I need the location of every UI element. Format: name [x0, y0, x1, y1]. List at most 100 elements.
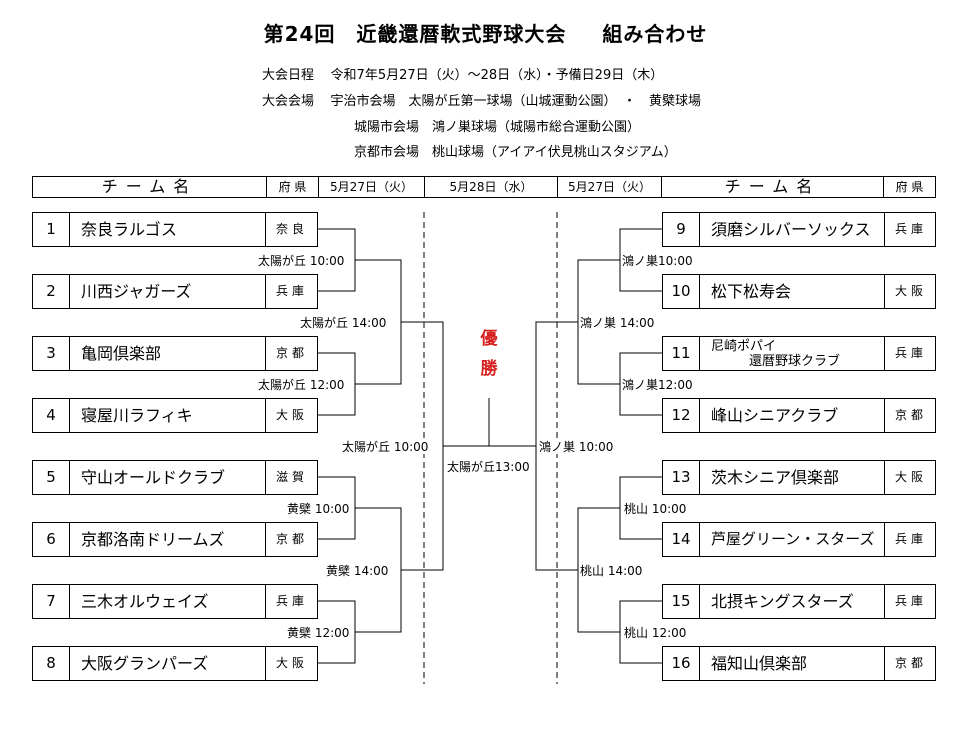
team-row-left: 7 三木オルウェイズ 兵庫 [32, 584, 318, 619]
team-number: 8 [33, 647, 70, 680]
header-team-name-right: チーム名 [662, 177, 884, 197]
team-number: 1 [33, 213, 70, 246]
team-name: 大阪グランパーズ [81, 654, 209, 673]
team-pref: 兵庫 [884, 523, 937, 556]
team-name: 福知山倶楽部 [711, 654, 808, 673]
team-name: 北摂キングスターズ [711, 592, 854, 611]
schedule-row: 大会日程 令和7年5月27日（火）～28日（水）・予備日29日（木） [262, 64, 663, 83]
team-number: 5 [33, 461, 70, 494]
team-row-left: 5 守山オールドクラブ 滋賀 [32, 460, 318, 495]
team-pref: 奈良 [265, 213, 318, 246]
venue-row-3: 京都市会場 桃山球場（アイアイ伏見桃山スタジアム） [354, 141, 677, 160]
team-number: 3 [33, 337, 70, 370]
schedule-value: 令和7年5月27日（火）～28日（水）・予備日29日（木） [330, 68, 664, 83]
game-label: 桃山 12:00 [624, 626, 687, 640]
team-number: 12 [663, 399, 700, 432]
team-pref: 大阪 [884, 461, 937, 494]
venue-2: 城陽市会場 鴻ノ巣球場（城陽市総合運動公園） [354, 120, 641, 135]
team-number: 9 [663, 213, 700, 246]
schedule-label: 大会日程 [262, 68, 315, 83]
team-name: 亀岡倶楽部 [81, 344, 162, 363]
game-label: 桃山 14:00 [580, 564, 643, 578]
team-number: 13 [663, 461, 700, 494]
game-label: 黄檗 10:00 [287, 502, 350, 516]
championship-label: 優 勝 [477, 324, 501, 384]
header-day3: 5月27日（火） [558, 177, 662, 197]
team-pref: 京都 [884, 647, 937, 680]
page-title: 第24回 近畿還暦軟式野球大会 組み合わせ [0, 18, 971, 47]
team-pref: 兵庫 [884, 213, 937, 246]
team-name: 守山オールドクラブ [81, 468, 226, 487]
team-pref: 京都 [265, 523, 318, 556]
team-pref: 兵庫 [884, 585, 937, 618]
final-game-label: 太陽が丘13:00 [447, 460, 530, 474]
venue-3: 京都市会場 桃山球場（アイアイ伏見桃山スタジアム） [354, 145, 677, 160]
championship-char-2: 勝 [480, 359, 498, 379]
championship-char-1: 優 [480, 329, 498, 349]
game-label: 太陽が丘 14:00 [300, 316, 387, 330]
game-label: 太陽が丘 10:00 [342, 440, 429, 454]
team-number: 14 [663, 523, 700, 556]
team-pref: 大阪 [265, 399, 318, 432]
game-label: 鴻ノ巣10:00 [622, 254, 693, 268]
team-name: 須磨シルバーソックス [711, 220, 871, 239]
team-pref: 京都 [265, 337, 318, 370]
team-number: 16 [663, 647, 700, 680]
team-name: 松下松寿会 [711, 282, 792, 301]
header-day2: 5月28日（水） [425, 177, 558, 197]
header-pref-left: 府 県 [267, 177, 319, 197]
team-row-right: 14 芦屋グリーン・スターズ 兵庫 [662, 522, 936, 557]
team-pref: 滋賀 [265, 461, 318, 494]
game-label: 桃山 10:00 [624, 502, 687, 516]
game-label: 黄檗 12:00 [287, 626, 350, 640]
game-label: 鴻ノ巣 10:00 [539, 440, 614, 454]
team-row-right: 13 茨木シニア倶楽部 大阪 [662, 460, 936, 495]
team-pref: 兵庫 [884, 337, 937, 370]
team-name: 奈良ラルゴス [81, 220, 178, 239]
venue-label: 大会会場 [262, 94, 315, 109]
team-name-line1: 尼崎ポパイ [711, 339, 777, 354]
team-row-left: 1 奈良ラルゴス 奈良 [32, 212, 318, 247]
team-name: 芦屋グリーン・スターズ [711, 530, 875, 548]
game-label: 鴻ノ巣12:00 [622, 378, 693, 392]
team-name: 川西ジャガーズ [81, 282, 192, 301]
team-name: 茨木シニア倶楽部 [711, 468, 840, 487]
game-label: 太陽が丘 10:00 [258, 254, 345, 268]
team-row-right: 16 福知山倶楽部 京都 [662, 646, 936, 681]
team-number: 6 [33, 523, 70, 556]
team-name: 三木オルウェイズ [81, 592, 209, 611]
team-row-right: 11 尼崎ポパイ 還暦野球クラブ 兵庫 [662, 336, 936, 371]
team-pref: 大阪 [265, 647, 318, 680]
team-number: 10 [663, 275, 700, 308]
header-pref-right: 府 県 [895, 180, 924, 194]
team-row-left: 6 京都洛南ドリームズ 京都 [32, 522, 318, 557]
game-label: 黄檗 14:00 [326, 564, 389, 578]
game-label: 鴻ノ巣 14:00 [580, 316, 655, 330]
team-number: 11 [663, 337, 700, 370]
team-row-right: 15 北摂キングスターズ 兵庫 [662, 584, 936, 619]
venue-1: 宇治市会場 太陽が丘第一球場（山城運動公園） ・ 黄檗球場 [330, 94, 702, 109]
header-day1: 5月27日（火） [319, 177, 425, 197]
header-team-name-left: チーム名 [33, 177, 267, 197]
team-name-line2: 還暦野球クラブ [749, 354, 841, 369]
team-pref: 兵庫 [265, 585, 318, 618]
team-row-left: 4 寝屋川ラフィキ 大阪 [32, 398, 318, 433]
title-main: 第24回 近畿還暦軟式野球大会 [263, 22, 567, 46]
game-label: 太陽が丘 12:00 [258, 378, 345, 392]
team-number: 15 [663, 585, 700, 618]
team-row-left: 2 川西ジャガーズ 兵庫 [32, 274, 318, 309]
team-row-right: 9 須磨シルバーソックス 兵庫 [662, 212, 936, 247]
venue-row-1: 大会会場 宇治市会場 太陽が丘第一球場（山城運動公園） ・ 黄檗球場 [262, 90, 701, 109]
title-sub: 組み合わせ [602, 22, 708, 46]
team-number: 7 [33, 585, 70, 618]
team-row-right: 10 松下松寿会 大阪 [662, 274, 936, 309]
team-row-right: 12 峰山シニアクラブ 京都 [662, 398, 936, 433]
bracket-header: チーム名 府 県 5月27日（火） 5月28日（水） 5月27日（火） チーム名… [32, 176, 936, 198]
team-name: 京都洛南ドリームズ [81, 530, 225, 549]
team-number: 2 [33, 275, 70, 308]
team-pref: 京都 [884, 399, 937, 432]
team-pref: 大阪 [884, 275, 937, 308]
team-number: 4 [33, 399, 70, 432]
team-pref: 兵庫 [265, 275, 318, 308]
venue-row-2: 城陽市会場 鴻ノ巣球場（城陽市総合運動公園） [354, 116, 640, 135]
